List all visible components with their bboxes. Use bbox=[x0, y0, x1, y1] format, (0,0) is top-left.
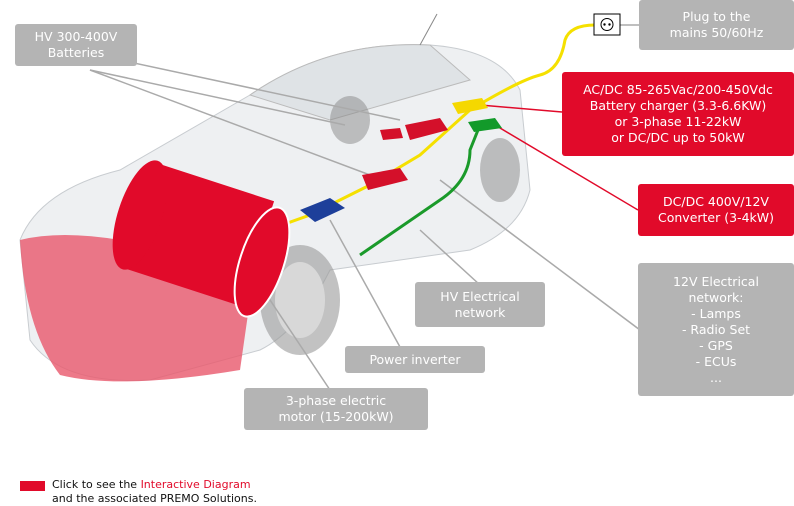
socket-icon bbox=[593, 13, 621, 36]
interactive-diagram-link[interactable]: Interactive Diagram bbox=[140, 478, 251, 491]
battery-block bbox=[362, 168, 408, 190]
label-power-inverter[interactable]: Power inverter bbox=[345, 346, 485, 373]
legend-swatch bbox=[20, 481, 45, 491]
charger-block bbox=[452, 98, 488, 114]
inverter-block bbox=[300, 198, 345, 222]
rear-wheel bbox=[480, 138, 520, 202]
motor-cylinder bbox=[112, 160, 291, 318]
lv-line bbox=[359, 124, 482, 257]
battery-block bbox=[405, 118, 448, 140]
dcdc-block bbox=[468, 118, 502, 132]
